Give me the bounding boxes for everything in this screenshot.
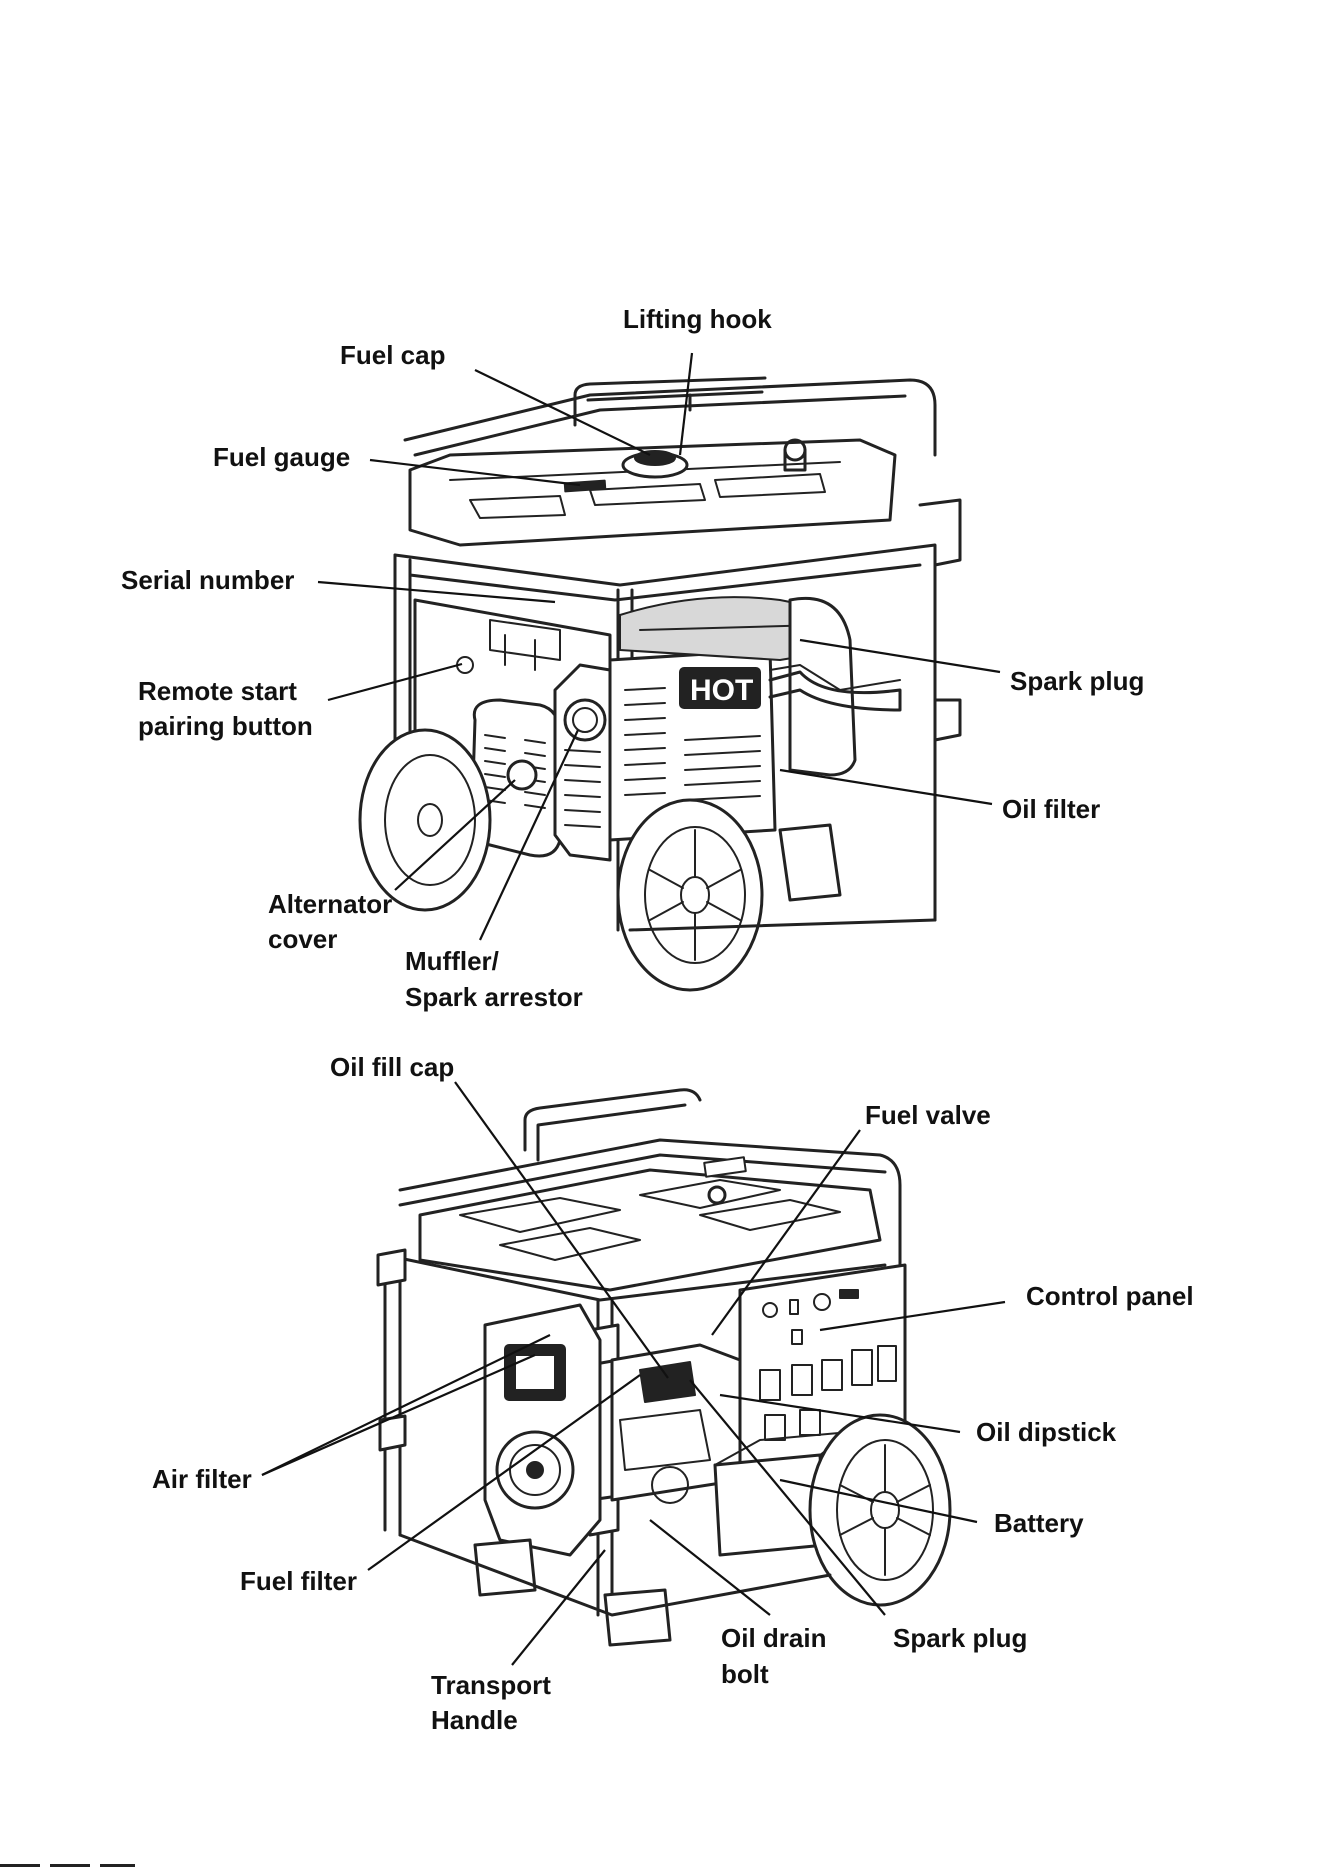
label-oil-dipstick: Oil dipstick bbox=[976, 1417, 1117, 1447]
label-fuel-gauge: Fuel gauge bbox=[213, 442, 350, 472]
label-remote-start-line1: Remote start bbox=[138, 676, 297, 706]
label-muffler-line1: Muffler/ bbox=[405, 946, 499, 976]
label-oil-filter: Oil filter bbox=[1002, 794, 1100, 824]
label-muffler-line2: Spark arrestor bbox=[405, 982, 583, 1012]
label-fuel-cap: Fuel cap bbox=[340, 340, 445, 370]
hot-warning-decal: HOT bbox=[690, 674, 753, 707]
label-spark-plug-top: Spark plug bbox=[1010, 666, 1144, 696]
label-air-filter: Air filter bbox=[152, 1464, 252, 1494]
edge-marks bbox=[0, 1864, 135, 1867]
label-lifting-hook: Lifting hook bbox=[623, 304, 772, 334]
label-serial-number: Serial number bbox=[121, 565, 294, 595]
label-remote-start-line2: pairing button bbox=[138, 711, 313, 741]
label-oil-fill-cap: Oil fill cap bbox=[330, 1052, 454, 1082]
label-battery: Battery bbox=[994, 1508, 1084, 1538]
label-control-panel: Control panel bbox=[1026, 1281, 1194, 1311]
label-oil-drain-line1: Oil drain bbox=[721, 1623, 826, 1653]
label-spark-plug-bottom: Spark plug bbox=[893, 1623, 1027, 1653]
label-alternator-line2: cover bbox=[268, 924, 337, 954]
label-transport-line2: Handle bbox=[431, 1705, 518, 1735]
label-transport-line1: Transport bbox=[431, 1670, 551, 1700]
label-fuel-valve: Fuel valve bbox=[865, 1100, 991, 1130]
label-fuel-filter: Fuel filter bbox=[240, 1566, 357, 1596]
label-alternator-line1: Alternator bbox=[268, 889, 392, 919]
generator-front-view-illustration bbox=[378, 1090, 950, 1645]
label-oil-drain-line2: bolt bbox=[721, 1659, 769, 1689]
